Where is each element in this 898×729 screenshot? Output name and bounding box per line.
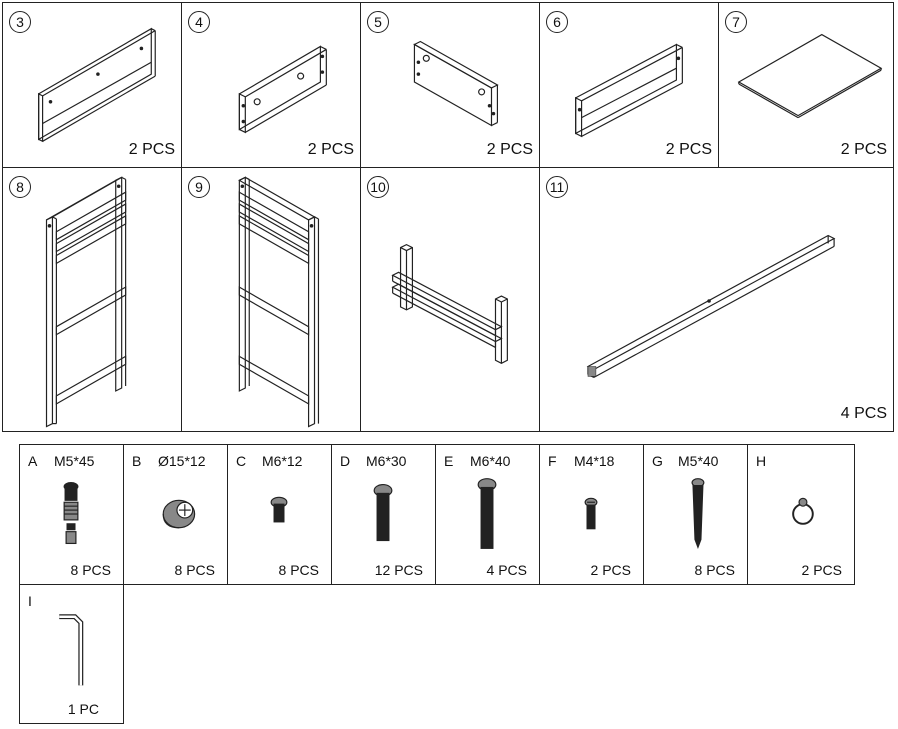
- hardware-letter: E: [444, 453, 454, 469]
- hardware-letter: A: [28, 453, 38, 469]
- hardware-cell-c: C M6*12 8 PCS: [227, 444, 332, 585]
- medium-bolt-icon: [373, 483, 393, 542]
- part-number: 7: [725, 11, 747, 33]
- hardware-quantity: 2 PCS: [801, 562, 842, 578]
- hardware-spec: M6*12: [262, 453, 303, 469]
- cam-lock-icon: [162, 499, 196, 529]
- part-cell-6: 6 2 PCS: [539, 2, 719, 168]
- hardware-spec: M6*40: [470, 453, 511, 469]
- hardware-cell-b: B Ø15*12 8 PCS: [123, 444, 228, 585]
- short-bolt-icon: [270, 496, 288, 523]
- hardware-quantity: 8 PCS: [70, 562, 111, 578]
- hardware-cell-g: G M5*40 8 PCS: [643, 444, 748, 585]
- hardware-letter: G: [652, 453, 663, 469]
- part-cell-5: 5 2 PCS: [360, 2, 540, 168]
- hardware-quantity: 8 PCS: [174, 562, 215, 578]
- part-number: 10: [367, 176, 389, 198]
- hardware-letter: D: [340, 453, 351, 469]
- left-ladder-frame-icon: [45, 176, 127, 428]
- front-panel-icon: [413, 40, 499, 127]
- hardware-cell-h: H 2 PCS: [747, 444, 855, 585]
- hardware-letter: I: [28, 593, 32, 609]
- part-cell-10: 10: [360, 167, 540, 432]
- part-number: 11: [546, 176, 568, 198]
- hardware-quantity: 2 PCS: [590, 562, 631, 578]
- hardware-cell-i: I 1 PC: [19, 584, 124, 724]
- part-cell-9: 9: [181, 167, 361, 432]
- support-frame-icon: [391, 243, 508, 364]
- hardware-spec: M5*45: [54, 453, 95, 469]
- hardware-spec: M5*40: [678, 453, 719, 469]
- part-number: 8: [9, 176, 31, 198]
- hardware-spec: M4*18: [574, 453, 615, 469]
- bottom-board-icon: [737, 33, 883, 119]
- part-cell-7: 7 2 PCS: [718, 2, 894, 168]
- hardware-quantity: 12 PCS: [374, 562, 423, 578]
- part-quantity: 2 PCS: [486, 141, 533, 158]
- hardware-cell-e: E M6*40 4 PCS: [435, 444, 540, 585]
- cam-bolt-icon: [63, 482, 79, 545]
- hardware-letter: C: [236, 453, 247, 469]
- part-quantity: 2 PCS: [840, 141, 887, 158]
- wood-screw-icon: [691, 478, 705, 550]
- part-number: 4: [188, 11, 210, 33]
- rail-panel-icon: [575, 43, 683, 138]
- hardware-letter: H: [756, 453, 767, 469]
- small-screw-icon: [584, 497, 598, 530]
- part-quantity: 2 PCS: [665, 141, 712, 158]
- part-quantity: 2 PCS: [307, 141, 354, 158]
- hardware-cell-f: F M4*18 2 PCS: [539, 444, 644, 585]
- side-panel-icon: [238, 45, 327, 134]
- part-number: 5: [367, 11, 389, 33]
- right-ladder-frame-icon: [238, 176, 320, 428]
- hardware-quantity: 8 PCS: [278, 562, 319, 578]
- hardware-quantity: 1 PC: [67, 701, 99, 717]
- long-bolt-icon: [477, 478, 497, 549]
- hardware-spec: Ø15*12: [158, 453, 206, 469]
- part-cell-3: 3 2 PCS: [2, 2, 182, 168]
- back-panel-icon: [38, 27, 156, 143]
- hardware-quantity: 4 PCS: [486, 562, 527, 578]
- part-cell-4: 4 2 PCS: [181, 2, 361, 168]
- part-number: 6: [546, 11, 568, 33]
- part-quantity: 2 PCS: [128, 141, 175, 158]
- panel-parts-grid: 3 2 PCS 4 2 PCS 5 2 PCS: [2, 2, 894, 432]
- allen-key-icon: [59, 614, 84, 686]
- part-number: 9: [188, 176, 210, 198]
- hardware-letter: B: [132, 453, 142, 469]
- part-cell-8: 8: [2, 167, 182, 432]
- hardware-letter: F: [548, 453, 557, 469]
- part-number: 3: [9, 11, 31, 33]
- hardware-spec: M6*30: [366, 453, 407, 469]
- part-quantity: 4 PCS: [840, 405, 887, 422]
- hardware-grid: A M5*45 8 PCS B Ø15*12 8 PCS C M6*12 8 P: [19, 444, 855, 724]
- ring-hook-icon: [792, 497, 814, 525]
- hardware-quantity: 8 PCS: [694, 562, 735, 578]
- hardware-cell-d: D M6*30 12 PCS: [331, 444, 436, 585]
- long-bar-icon: [586, 234, 836, 378]
- hardware-cell-a: A M5*45 8 PCS: [19, 444, 124, 585]
- part-cell-11: 11 4 PCS: [539, 167, 894, 432]
